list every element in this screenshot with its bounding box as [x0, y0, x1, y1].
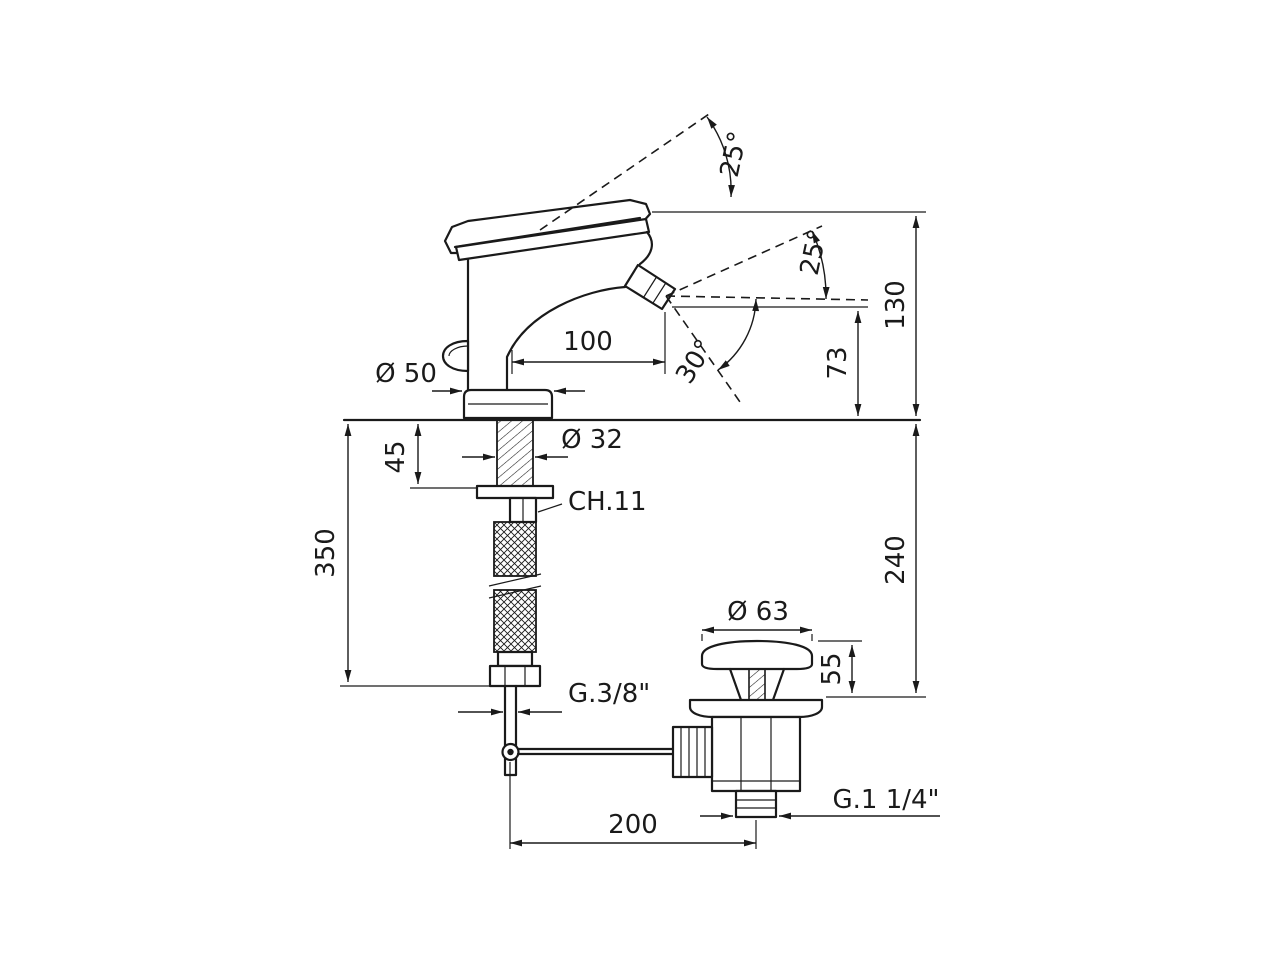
dim-hose-length: 350 [311, 424, 492, 687]
rod-ball-joint [501, 742, 520, 762]
label-depth-below-deck: 240 [881, 535, 911, 585]
label-waste-cap-height: 55 [817, 652, 847, 685]
label-rod-length: 200 [608, 810, 658, 840]
supply-assembly [475, 419, 678, 777]
faucet-base [462, 388, 554, 420]
label-spout-height: 73 [823, 346, 853, 379]
dim-waste-thread: G.1 1/4" [700, 785, 940, 820]
label-shank-length: 45 [381, 440, 411, 473]
label-base-diameter: Ø 50 [375, 359, 437, 389]
spray-angle-arc-25 [811, 230, 830, 300]
label-supply-thread: G.3/8" [568, 679, 650, 709]
label-handle-angle: 25° [715, 129, 754, 180]
hose-ferrule [496, 650, 534, 668]
dim-depth-below-deck: 240 [826, 424, 926, 698]
threaded-shank [496, 419, 534, 487]
faucet-body [441, 230, 653, 392]
dim-shank-diameter: Ø 32 [462, 425, 623, 461]
dim-spout-height: 73 [672, 306, 868, 416]
faucet-above-deck [441, 111, 713, 420]
braided-hose-lower [493, 589, 537, 653]
waste-cap [700, 639, 814, 671]
dim-waste-cap-diameter: Ø 63 [701, 597, 813, 641]
fixing-nut [475, 484, 555, 500]
label-spray-angle-upper: 25° [795, 227, 834, 278]
label-waste-thread: G.1 1/4" [832, 785, 939, 815]
dim-waste-cap-height: 55 [817, 640, 862, 693]
popup-waste-assembly [671, 639, 824, 819]
spray-axis-lower [665, 295, 741, 403]
handle-angle-construction [706, 116, 735, 198]
connector-tube [503, 684, 518, 777]
dim-wrench-size: CH.11 [537, 487, 647, 517]
label-waste-cap-diameter: Ø 63 [727, 597, 789, 627]
label-hose-length: 350 [311, 528, 341, 578]
waste-tailpiece [734, 789, 778, 819]
handle-angle-arc [706, 116, 735, 198]
spray-axis-upper [665, 225, 823, 297]
handle-raised-axis-line [539, 111, 713, 231]
label-wrench-size: CH.11 [568, 487, 647, 517]
hose-end-nut [488, 664, 542, 688]
popup-knob [441, 339, 470, 373]
spray-angle-construction [665, 225, 869, 403]
dim-base-diameter: Ø 50 [375, 359, 585, 395]
label-spray-angle-lower: 30° [670, 334, 720, 389]
braided-hose-upper [493, 521, 537, 577]
label-shank-diameter: Ø 32 [561, 425, 623, 455]
spray-axis-middle [665, 295, 869, 301]
waste-flange [688, 698, 824, 719]
dim-rod-length: 200 [509, 762, 757, 849]
dim-supply-thread: G.3/8" [458, 679, 650, 716]
label-height-above-deck: 130 [881, 280, 911, 330]
handle-escutcheon [454, 217, 651, 262]
dim-spout-reach: 100 [511, 312, 666, 374]
waste-side-nut [671, 725, 714, 779]
waste-body [710, 715, 802, 793]
dim-height-above-deck: 130 [652, 211, 926, 416]
aerator-nozzle [623, 263, 677, 311]
waste-cap-stem [748, 668, 766, 701]
label-spout-reach: 100 [563, 327, 613, 357]
dim-shank-length: 45 [381, 424, 478, 489]
popup-linkage-rod [516, 747, 678, 756]
spray-angle-arc-30 [717, 298, 760, 371]
